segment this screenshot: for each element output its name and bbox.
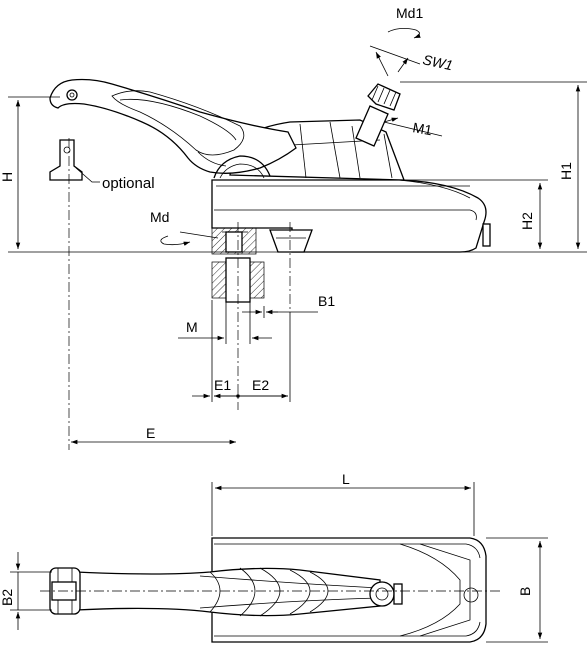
label-b1: B1 xyxy=(318,293,335,309)
label-h2: H2 xyxy=(519,212,535,230)
label-md1: Md1 xyxy=(396,5,423,21)
label-h: H xyxy=(0,172,15,182)
dimension-labels: Md1 SW1 M1 H H1 H2 optional Md B1 M E1 E… xyxy=(0,5,574,606)
label-m: M xyxy=(186,319,198,335)
optional-part xyxy=(49,139,83,181)
label-h1: H1 xyxy=(558,162,574,180)
label-optional: optional xyxy=(102,175,155,192)
label-sw1: SW1 xyxy=(421,51,454,73)
label-b: B xyxy=(517,587,533,596)
adjusting-screw xyxy=(355,105,389,147)
side-view xyxy=(8,28,587,450)
label-md: Md xyxy=(150,209,169,225)
clamp-lever xyxy=(49,78,297,174)
countersink-screw xyxy=(269,229,313,253)
label-e2: E2 xyxy=(252,377,269,393)
label-b2: B2 xyxy=(0,589,15,606)
label-m1: M1 xyxy=(411,119,433,138)
label-e1: E1 xyxy=(214,377,231,393)
label-e: E xyxy=(146,425,155,441)
label-l: L xyxy=(342,471,350,487)
top-view xyxy=(10,482,548,643)
top-lever xyxy=(51,567,381,617)
screw-head xyxy=(367,83,401,111)
